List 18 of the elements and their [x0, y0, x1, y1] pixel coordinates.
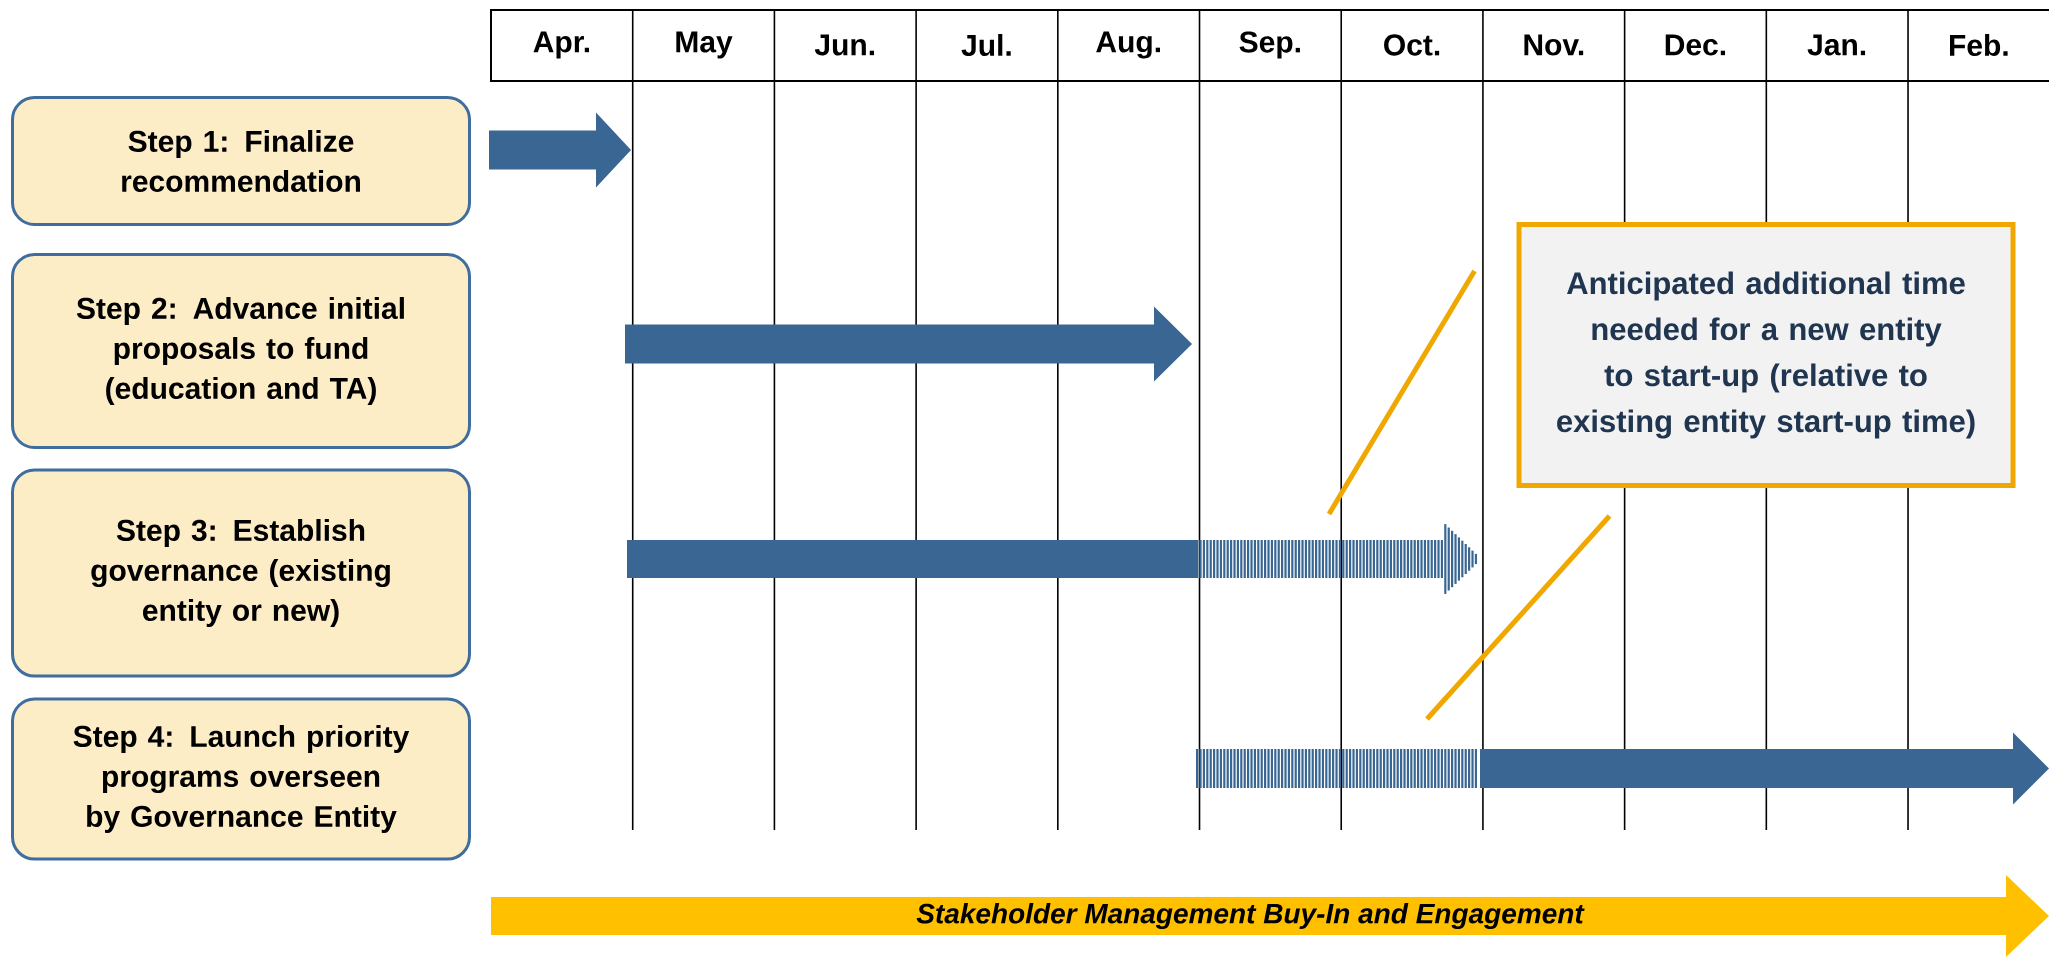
month-label: Oct.	[1384, 34, 1440, 56]
step-box: Step 3: Establish governance (existing entity or new)	[11, 468, 471, 678]
month-label: Feb.	[1950, 34, 2008, 56]
leader-line	[1326, 269, 1477, 516]
step-box: Step 4: Launch priority programs overseen by Governance Entity	[11, 697, 471, 861]
month-label: Jul.	[961, 34, 1011, 56]
month-label: Jan.	[1807, 34, 1866, 56]
month-label: Dec.	[1665, 34, 1726, 56]
month-label: Nov.	[1524, 34, 1584, 56]
month-label: Jun.	[814, 34, 874, 56]
step-box: Step 2: Advance initial proposals to fund (education and TA)	[11, 253, 471, 449]
month-label: May	[676, 31, 733, 59]
leader-line	[1425, 514, 1612, 721]
step-box: Step 1: Finalize recommendation	[11, 96, 471, 226]
callout-box: Anticipated additional time needed for a new entity to start-up (relative to existing entity start-up time)	[1516, 222, 2016, 488]
month-label: Apr.	[533, 31, 589, 59]
month-label: Sep.	[1239, 31, 1300, 59]
month-label: Aug.	[1096, 31, 1160, 59]
